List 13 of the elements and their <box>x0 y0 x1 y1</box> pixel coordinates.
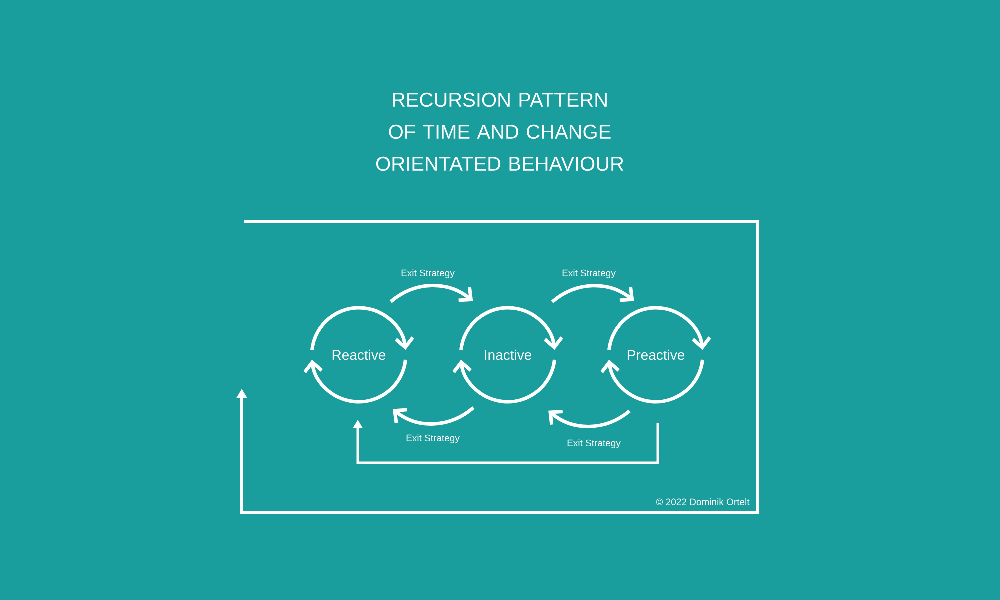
curved-arrow <box>551 284 634 304</box>
edge-label: Exit Strategy <box>560 268 618 280</box>
curved-arrow <box>390 284 474 304</box>
cycle-node: Preactive <box>600 306 712 404</box>
title: RECURSION PATTERN OF TIME AND CHANGE ORIENTATED BEHAVIOUR <box>376 92 624 172</box>
edge-label: Exit Strategy <box>404 433 462 445</box>
copyright-note: © 2022 Dominik Ortelt <box>656 498 750 506</box>
edge-label: Exit Strategy <box>400 268 456 280</box>
cycle-node: Inactive <box>452 306 564 404</box>
curved-arrow <box>392 406 475 426</box>
curved-arrow <box>548 410 631 428</box>
cycle-node: Reactive <box>304 306 414 404</box>
edge-label: Exit Strategy <box>566 438 622 450</box>
